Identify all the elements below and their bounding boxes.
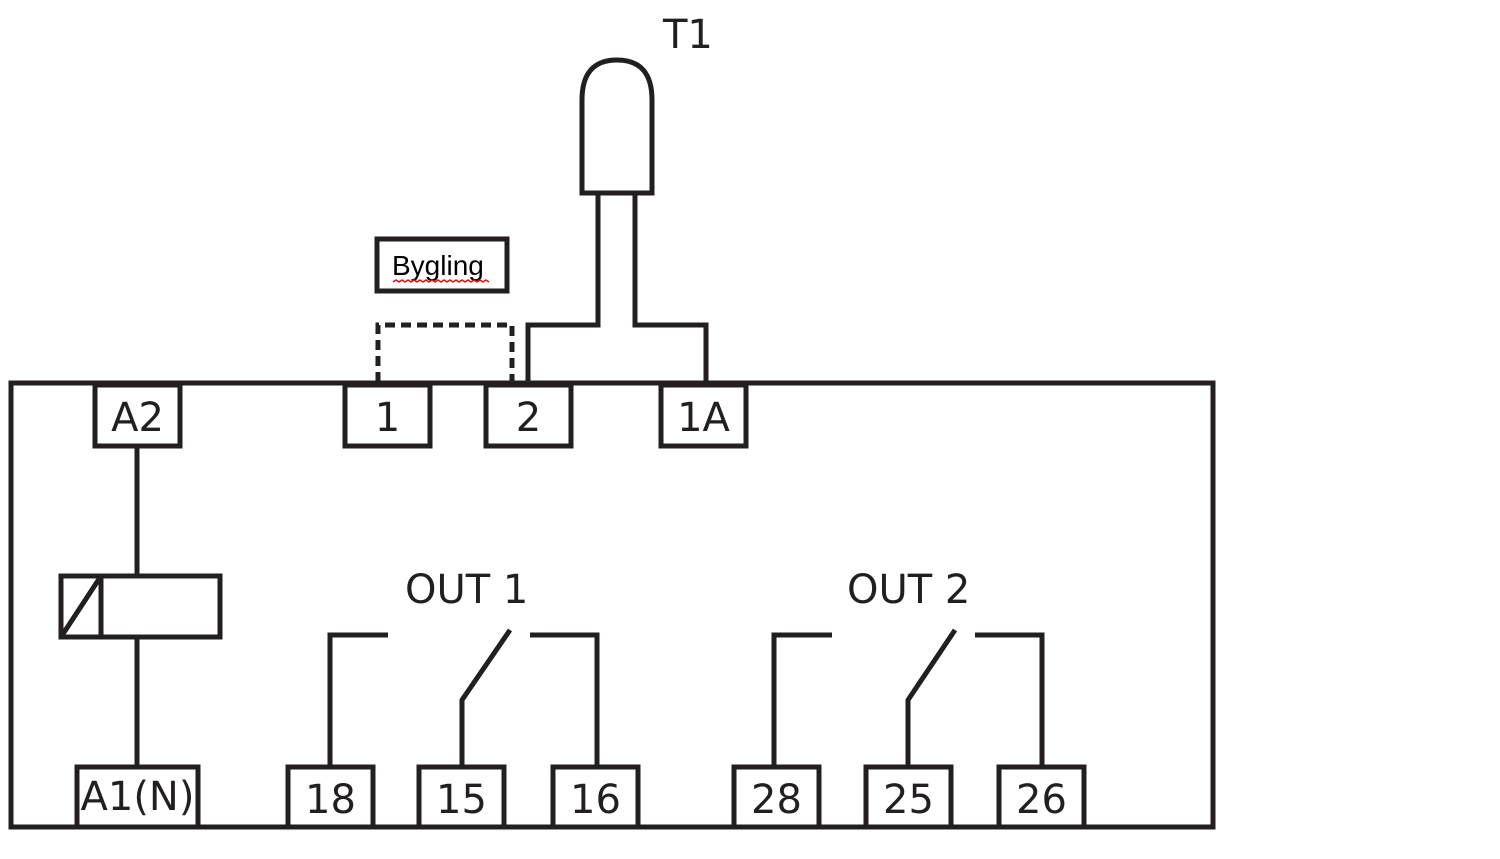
out1-contact-16 bbox=[530, 632, 600, 767]
terminal-28-label: 28 bbox=[751, 777, 802, 823]
terminal-16-label: 16 bbox=[570, 777, 621, 823]
terminal-15-label: 15 bbox=[436, 777, 487, 823]
terminal-a2[interactable]: A2 bbox=[92, 382, 183, 449]
terminal-28[interactable]: 28 bbox=[731, 764, 822, 830]
terminal-25-label: 25 bbox=[883, 777, 934, 823]
out1-label: OUT 1 bbox=[405, 567, 528, 613]
terminal-2[interactable]: 2 bbox=[483, 382, 574, 449]
jumper-dashed bbox=[375, 322, 515, 382]
spellcheck-underline bbox=[392, 279, 490, 283]
terminal-a1n[interactable]: A1(N) bbox=[74, 764, 201, 830]
jumper-label-box bbox=[374, 236, 510, 294]
terminal-26[interactable]: 26 bbox=[996, 764, 1087, 830]
out1-switch-15 bbox=[459, 628, 513, 767]
terminal-2-label: 2 bbox=[516, 395, 541, 441]
sensor-lead-left bbox=[525, 195, 601, 384]
sensor-label: T1 bbox=[662, 12, 713, 58]
terminal-15[interactable]: 15 bbox=[416, 764, 507, 830]
terminal-16[interactable]: 16 bbox=[550, 764, 641, 830]
terminal-a2-label: A2 bbox=[111, 395, 164, 441]
sensor-lead-right bbox=[632, 195, 709, 384]
terminal-1-label: 1 bbox=[375, 395, 400, 441]
terminal-26-label: 26 bbox=[1016, 777, 1067, 823]
terminal-a1n-label: A1(N) bbox=[81, 774, 195, 820]
sensor-probe-icon bbox=[579, 57, 655, 196]
terminal-1a-label: 1A bbox=[677, 395, 730, 441]
out2-contact-26 bbox=[975, 632, 1045, 767]
terminal-18-label: 18 bbox=[305, 777, 356, 823]
out2-contact-28 bbox=[771, 632, 832, 767]
out2-label: OUT 2 bbox=[847, 567, 970, 613]
terminal-25[interactable]: 25 bbox=[863, 764, 954, 830]
out1-contact-18 bbox=[327, 632, 388, 767]
out2-switch-25 bbox=[905, 628, 958, 767]
relay-coil-icon bbox=[58, 573, 223, 640]
terminal-1[interactable]: 1 bbox=[342, 382, 433, 449]
jumper-label: Bygling bbox=[392, 250, 484, 281]
terminal-18[interactable]: 18 bbox=[285, 764, 376, 830]
terminal-1a[interactable]: 1A bbox=[658, 382, 749, 449]
